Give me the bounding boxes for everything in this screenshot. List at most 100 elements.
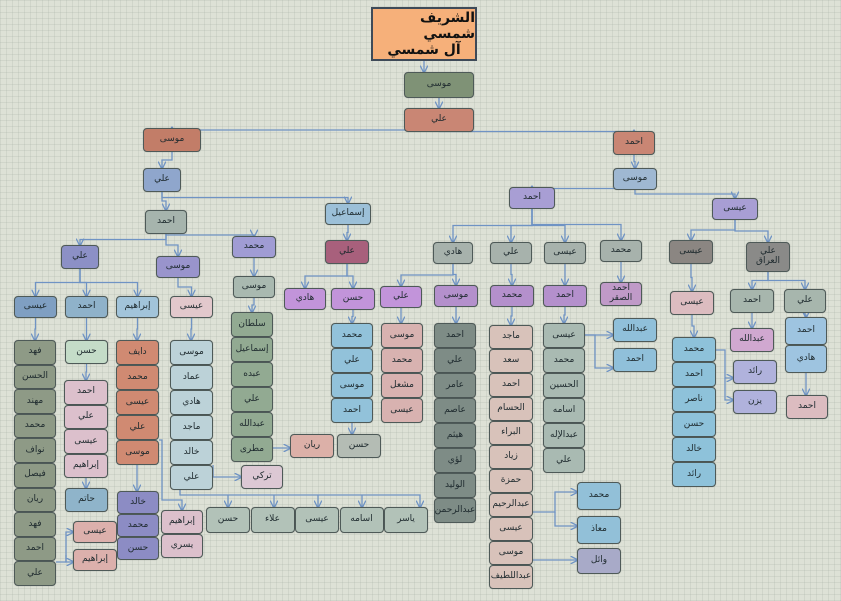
person-node: ريان xyxy=(290,434,334,458)
connector-arrow xyxy=(346,264,353,288)
person-node: إبراهيم xyxy=(64,453,108,479)
person-node: حاتم xyxy=(65,488,108,512)
person-node: وائل xyxy=(577,548,621,574)
connector-arrow xyxy=(252,298,254,312)
person-node: رائد xyxy=(672,462,716,487)
person-node: موسى xyxy=(489,541,533,565)
person-node: علي xyxy=(331,348,373,373)
person-node: حمزة xyxy=(489,469,533,493)
person-node: احمد xyxy=(14,536,56,562)
connector-arrow xyxy=(137,318,138,340)
person-node: حسن xyxy=(337,434,381,458)
connector-arrow xyxy=(352,310,353,323)
connector-arrow xyxy=(585,334,613,368)
person-node: موسى xyxy=(613,168,657,190)
person-node: فيصل xyxy=(14,463,56,488)
person-node: موسى xyxy=(170,340,213,365)
person-node: محمد xyxy=(14,413,56,439)
person-node: احمد xyxy=(786,395,828,419)
person-node: عيسى xyxy=(669,240,713,264)
connector-arrow xyxy=(767,272,805,289)
title-line-2: آل شمسي xyxy=(387,42,461,58)
connector-arrow xyxy=(35,318,36,340)
person-node: عيسى xyxy=(489,517,533,541)
connector-arrow xyxy=(533,492,577,513)
connector-arrow xyxy=(165,234,178,256)
person-node: عماد xyxy=(170,365,213,390)
person-node: لؤي xyxy=(434,448,476,473)
person-node: سلطان xyxy=(231,312,273,337)
person-node: احمد xyxy=(331,398,373,423)
person-node: علي xyxy=(490,242,532,264)
connector-arrow xyxy=(177,278,192,296)
person-node: زياد xyxy=(489,445,533,469)
person-node: احمد xyxy=(64,380,108,405)
person-node: فهد xyxy=(14,512,56,537)
person-node: علي xyxy=(543,448,585,473)
person-node: علاء xyxy=(250,507,295,533)
connector-arrow xyxy=(511,209,533,242)
connector-arrow xyxy=(80,234,167,245)
person-node: دايف xyxy=(116,340,159,365)
person-node: موسى xyxy=(156,256,200,278)
connector-arrow xyxy=(401,264,454,286)
person-node: ماجد xyxy=(489,325,533,349)
person-node: الحسين xyxy=(543,373,585,398)
person-node: احمد xyxy=(613,131,655,155)
connector-arrow xyxy=(212,465,241,477)
person-node: محمد xyxy=(331,323,373,348)
person-node: ناصر xyxy=(672,387,716,412)
person-node: البراء xyxy=(489,421,533,445)
connector-arrow xyxy=(511,264,512,285)
person-node: الحسن xyxy=(14,364,56,390)
person-node: علي xyxy=(143,168,181,192)
connector-arrow xyxy=(36,269,81,296)
person-node: عيسى xyxy=(670,291,714,315)
person-node: عيسى xyxy=(543,323,585,348)
person-node: علي xyxy=(784,289,826,313)
person-node: علي xyxy=(380,286,422,308)
family-title: الشريف شمسي آل شمسي xyxy=(371,7,477,61)
person-node: هيثم xyxy=(434,423,476,448)
connector-arrow xyxy=(56,532,73,563)
person-node: موسى xyxy=(331,373,373,398)
person-node: محمد xyxy=(490,285,534,307)
person-node: موسى xyxy=(233,276,275,298)
connector-arrow xyxy=(347,225,348,240)
person-node: إبراهيم xyxy=(116,296,159,318)
person-node: عيسى xyxy=(64,429,108,454)
person-node: محمد xyxy=(577,482,621,510)
person-node: احمد xyxy=(509,187,555,209)
person-node: علي xyxy=(434,348,476,373)
connector-arrow xyxy=(716,349,733,378)
person-node: علي xyxy=(231,387,273,412)
person-node: نواف xyxy=(14,438,56,463)
person-node: فهد xyxy=(14,340,56,365)
person-node: موسى xyxy=(143,128,201,152)
person-node: حسن xyxy=(117,537,159,560)
person-node: معاذ xyxy=(577,516,621,544)
person-node: حسن xyxy=(331,288,375,310)
connector-arrow xyxy=(752,272,769,289)
connector-arrow xyxy=(734,220,768,242)
person-node: عيسى xyxy=(73,521,117,543)
person-node: حسن xyxy=(206,507,250,533)
person-node: علي xyxy=(325,240,369,264)
connector-arrow xyxy=(531,209,621,240)
person-node: محمد xyxy=(232,236,276,258)
person-node: ماجد xyxy=(170,415,213,440)
person-node: هادي xyxy=(284,288,326,310)
person-node: موسى xyxy=(404,72,474,98)
person-node: علي xyxy=(170,465,213,490)
person-node: محمد xyxy=(381,348,423,373)
person-node: خالد xyxy=(672,437,716,462)
person-node: عبداللطيف xyxy=(489,565,533,589)
person-node: حسن xyxy=(672,412,716,437)
connector-arrow xyxy=(305,264,348,288)
person-node: مهند xyxy=(14,389,56,414)
person-node: احمد xyxy=(730,289,774,313)
person-node: عيسى xyxy=(544,242,586,264)
person-node: علي xyxy=(64,404,108,430)
person-node: علي xyxy=(14,561,56,586)
person-node: موسى xyxy=(434,285,478,307)
